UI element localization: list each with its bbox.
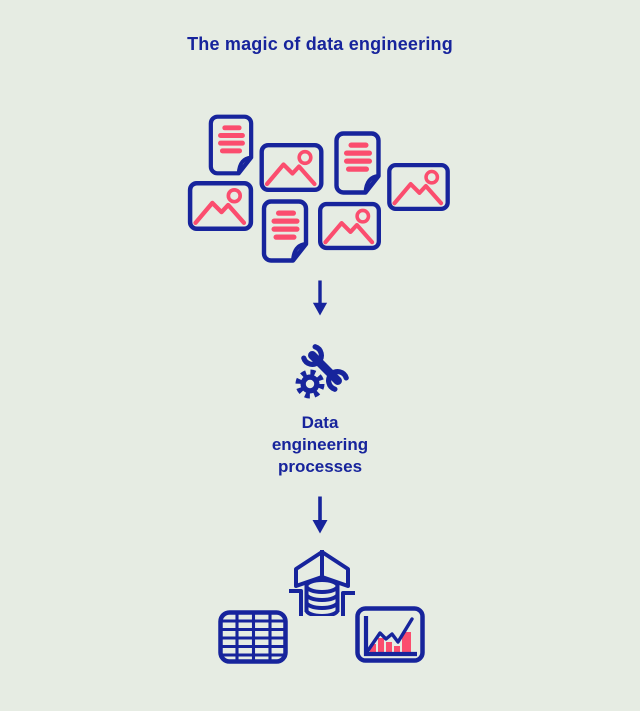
chart-icon	[355, 606, 425, 664]
down-arrow-icon	[311, 496, 329, 534]
process-label-line: engineering	[271, 435, 369, 454]
document-icon	[207, 113, 255, 177]
process-label-line: Data	[301, 413, 339, 432]
image-icon	[386, 163, 451, 211]
database-icon	[304, 578, 340, 616]
process-label: Data engineering processes	[220, 412, 420, 478]
document-icon	[332, 131, 383, 195]
gear-icon	[295, 369, 325, 399]
down-arrow-icon	[311, 280, 329, 316]
image-icon	[187, 181, 254, 231]
table-icon	[218, 610, 288, 664]
page-title: The magic of data engineering	[187, 34, 453, 54]
document-icon	[259, 199, 311, 263]
process-label-line: processes	[277, 457, 363, 476]
image-icon	[259, 143, 324, 192]
wrench-and-gear-icon	[292, 336, 354, 402]
data-warehouse-icon	[288, 548, 356, 616]
wrench-icon	[301, 344, 349, 392]
chart-bars	[370, 632, 411, 654]
image-icon	[318, 201, 381, 251]
